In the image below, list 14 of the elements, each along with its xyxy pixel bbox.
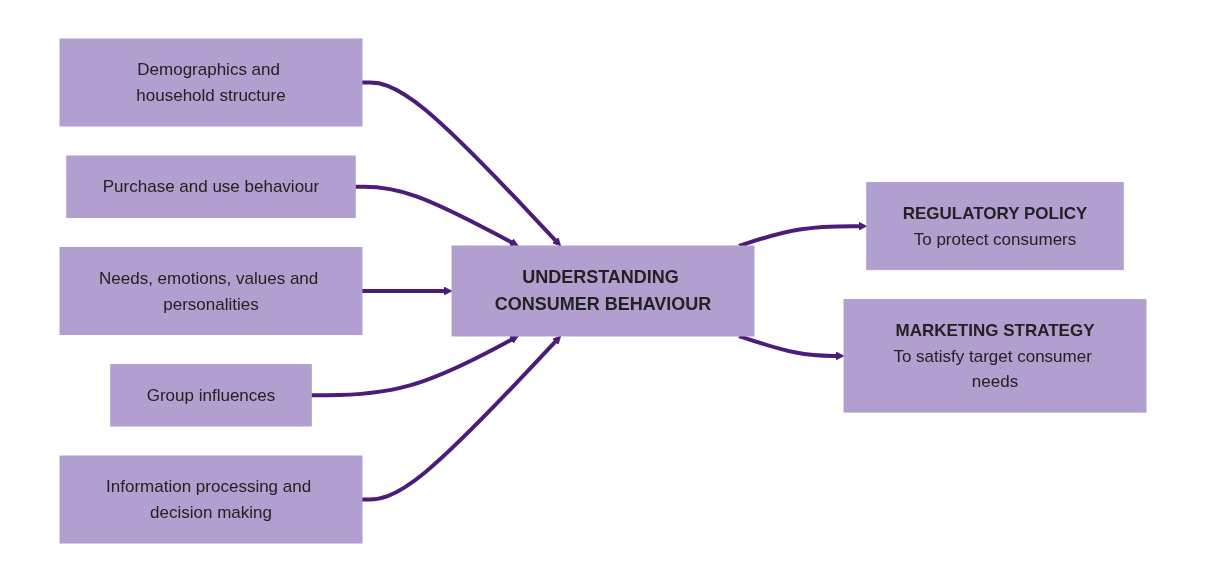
arrow xyxy=(737,221,867,248)
node-box: Needs, emotions, values and personalities xyxy=(59,247,362,335)
arrow xyxy=(354,184,519,247)
node-box: MARKETING STRATEGY To satisfy target consumer needs xyxy=(843,299,1146,413)
node-box: UNDERSTANDING CONSUMER BEHAVIOUR xyxy=(451,245,754,337)
arrow xyxy=(310,335,519,398)
node-box: Purchase and use behaviour xyxy=(65,155,356,218)
node-box: Group influences xyxy=(109,364,312,427)
node-box: Information processing and decision making xyxy=(59,455,362,544)
arrow xyxy=(361,335,561,502)
arrow xyxy=(361,286,452,296)
node-box: REGULATORY POLICY To protect consumers xyxy=(865,182,1124,271)
arrow xyxy=(361,80,561,247)
node-box: Demographics and household structure xyxy=(59,38,362,127)
